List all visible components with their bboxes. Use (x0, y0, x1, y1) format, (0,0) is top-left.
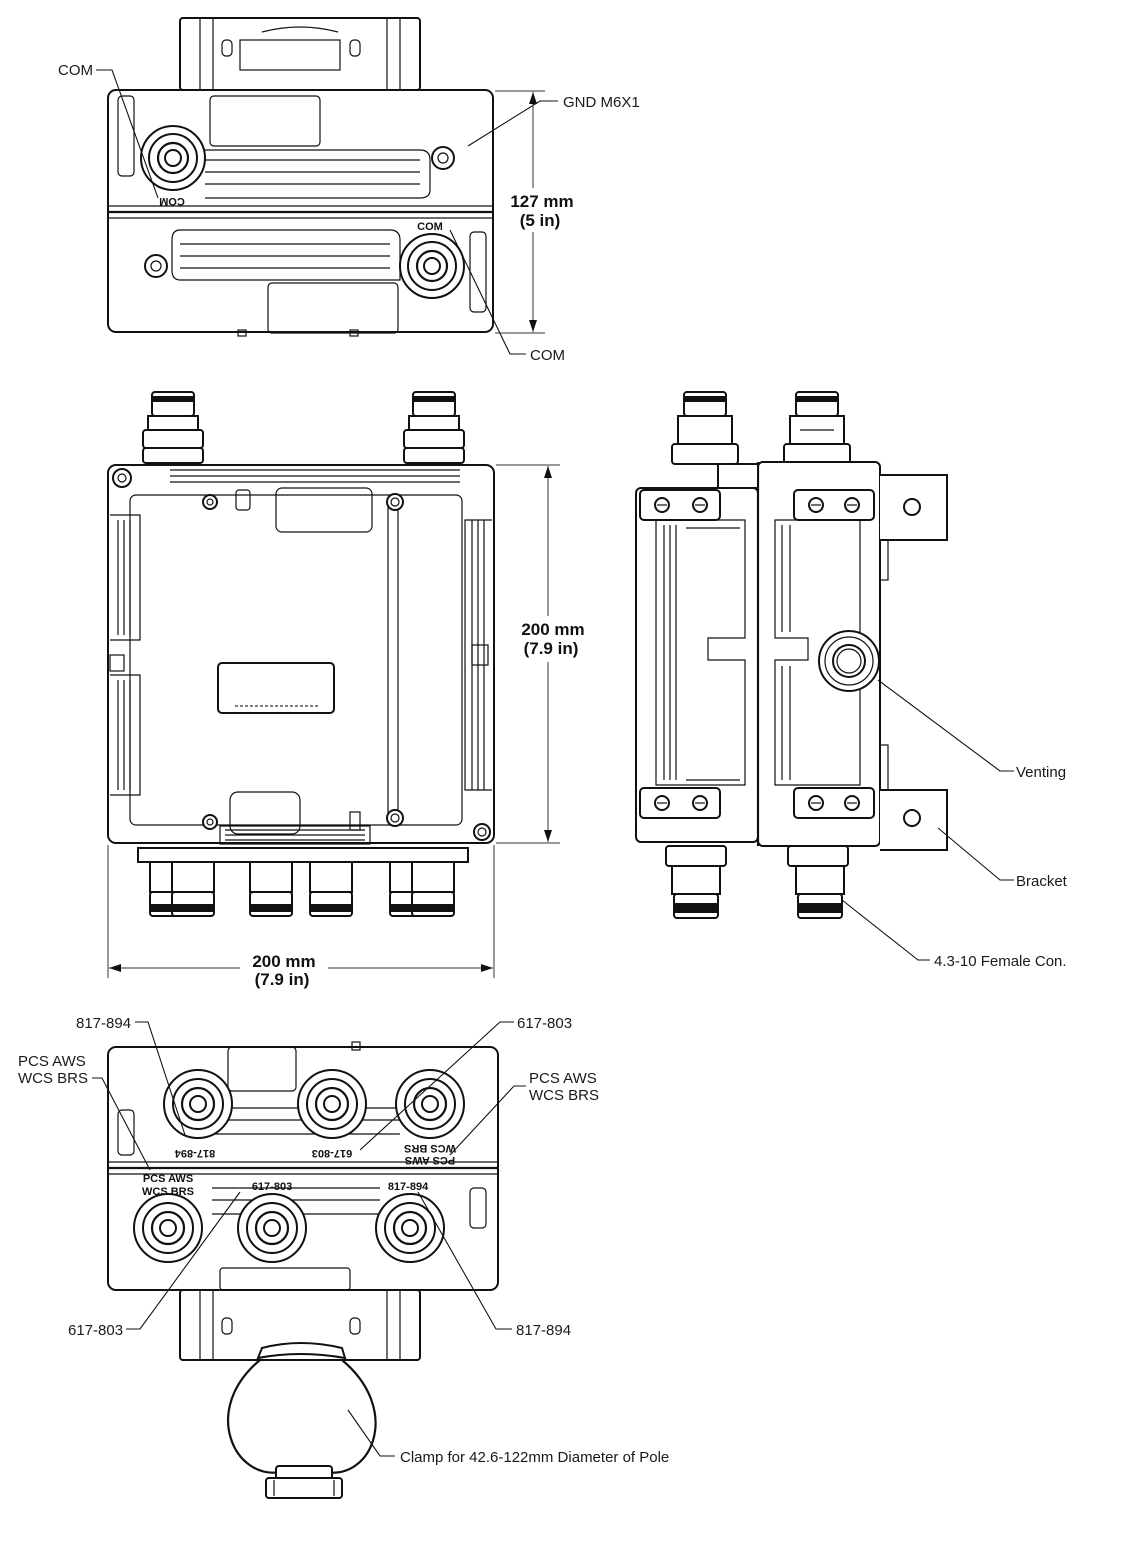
label-wcs-brs-left: WCS BRS (18, 1070, 88, 1087)
side-vent (818, 630, 880, 692)
eng-lower-1a: PCS AWS (143, 1173, 193, 1185)
dim-127-inches: (5 in) (520, 211, 561, 230)
eng-upper-3a: WCS BRS (404, 1142, 456, 1154)
bottom-housing: 817-894 617-803 WCS BRS PCS AWS PCS AWS … (107, 1041, 499, 1291)
bottom-callouts: 817-894 PCS AWS WCS BRS 617-803 PCS AWS … (18, 1015, 669, 1466)
dim-height-value: 200 mm (521, 620, 584, 639)
side-top-connectors (671, 391, 851, 465)
label-com-left: COM (58, 62, 93, 79)
label-pcs-aws-left: PCS AWS (18, 1053, 86, 1070)
label-817-894-top: 817-894 (76, 1015, 131, 1032)
front-top-connectors (142, 391, 465, 464)
side-view: Venting Bracket 4.3-10 Female Con. (635, 391, 1068, 970)
label-connector: 4.3-10 Female Con. (934, 953, 1067, 970)
label-gnd: GND M6X1 (563, 94, 640, 111)
bottom-view: 817-894 617-803 WCS BRS PCS AWS PCS AWS … (18, 1015, 669, 1499)
eng-lower-3: 817-894 (388, 1181, 429, 1193)
eng-upper-1: 817-894 (174, 1147, 215, 1159)
front-view: 200 mm (7.9 in) 200 mm (7.9 in) (107, 391, 596, 992)
dim-width-value: 200 mm (252, 952, 315, 971)
front-dimension-height: 200 mm (7.9 in) (496, 464, 596, 844)
dim-width-inches: (7.9 in) (255, 970, 310, 989)
bottom-mounting-bracket (179, 1289, 421, 1361)
label-venting: Venting (1016, 764, 1066, 781)
label-clamp: Clamp for 42.6-122mm Diameter of Pole (400, 1449, 669, 1466)
front-bottom-connectors (137, 847, 469, 917)
dim-height-inches: (7.9 in) (524, 639, 579, 658)
label-617-803-bottom: 617-803 (68, 1322, 123, 1339)
side-callouts: Venting Bracket 4.3-10 Female Con. (841, 679, 1068, 970)
side-housing (635, 461, 881, 847)
top-view: COM COM COM GND M6X1 COM 127 mm (5 in) (58, 17, 640, 364)
label-817-894-bottom: 817-894 (516, 1322, 571, 1339)
top-mounting-bracket (179, 17, 421, 91)
engraved-com-lower: COM (417, 221, 443, 233)
engraved-com-upper: COM (159, 195, 185, 207)
label-com-bottom: COM (530, 347, 565, 364)
eng-upper-3b: PCS AWS (405, 1154, 455, 1166)
front-dimension-width: 200 mm (7.9 in) (107, 845, 495, 992)
front-housing (107, 464, 495, 845)
eng-lower-1b: WCS BRS (142, 1186, 194, 1198)
top-housing: COM COM (107, 89, 494, 337)
eng-upper-2: 617-803 (312, 1147, 352, 1159)
top-dimension-127: 127 mm (5 in) (495, 90, 584, 334)
eng-lower-2: 617-803 (252, 1181, 292, 1193)
side-bottom-connectors (665, 845, 849, 919)
label-wcs-brs-right: WCS BRS (529, 1087, 599, 1104)
pole-clamp (227, 1342, 377, 1499)
label-617-803-top: 617-803 (517, 1015, 572, 1032)
dim-127-value: 127 mm (510, 192, 573, 211)
label-bracket: Bracket (1016, 873, 1068, 890)
label-pcs-aws-right: PCS AWS (529, 1070, 597, 1087)
top-callouts: COM GND M6X1 COM (58, 62, 640, 364)
side-bracket (879, 474, 948, 851)
